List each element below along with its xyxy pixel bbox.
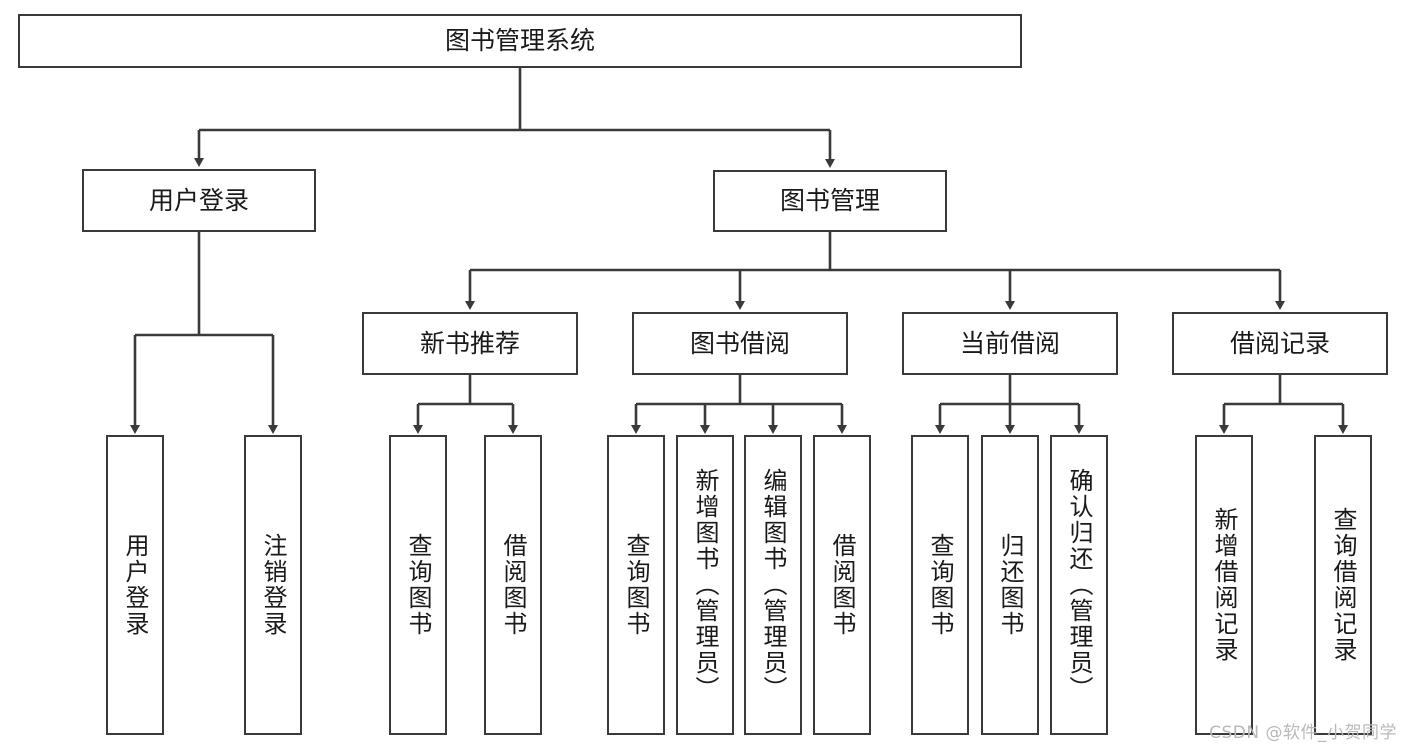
node-label: 新增借阅记录 (1210, 507, 1238, 663)
leaf-current-borrow-return-book[interactable]: 归还图书 (981, 435, 1039, 735)
leaf-book-borrow-add-book-admin[interactable]: 新增图书（管理员） (676, 435, 734, 735)
node-current-borrowing[interactable]: 当前借阅 (902, 312, 1118, 375)
node-user-login[interactable]: 用户登录 (82, 169, 316, 232)
node-label: 确认归还（管理员） (1065, 468, 1093, 702)
leaf-borrow-record-query-record[interactable]: 查询借阅记录 (1314, 435, 1372, 735)
leaf-book-borrow-borrow-book[interactable]: 借阅图书 (813, 435, 871, 735)
node-label: 当前借阅 (959, 328, 1060, 358)
node-label: 新增图书（管理员） (691, 468, 719, 702)
node-label: 新书推荐 (419, 328, 520, 358)
node-label: 用户登录 (121, 533, 149, 637)
leaf-new-book-query-book[interactable]: 查询图书 (389, 435, 447, 735)
node-label: 图书管理 (779, 186, 880, 216)
node-label: 注销登录 (259, 533, 287, 637)
node-label: 归还图书 (996, 533, 1024, 637)
leaf-borrow-record-add-record[interactable]: 新增借阅记录 (1195, 435, 1253, 735)
node-label: 编辑图书（管理员） (759, 468, 787, 702)
node-label: 借阅图书 (828, 533, 856, 637)
node-label: 查询图书 (622, 533, 650, 637)
node-label: 图书借阅 (689, 328, 790, 358)
csdn-watermark: CSDN @软件_小贺同学 (1209, 723, 1397, 743)
leaf-current-borrow-confirm-return-admin[interactable]: 确认归还（管理员） (1050, 435, 1108, 735)
leaf-current-borrow-query-book[interactable]: 查询图书 (911, 435, 969, 735)
leaf-book-borrow-query-book[interactable]: 查询图书 (607, 435, 665, 735)
node-root-book-management-system[interactable]: 图书管理系统 (18, 14, 1022, 68)
leaf-new-book-borrow-book[interactable]: 借阅图书 (484, 435, 542, 735)
node-label: 借阅图书 (499, 533, 527, 637)
leaf-user-login-logout[interactable]: 注销登录 (244, 435, 302, 735)
node-label: 借阅记录 (1229, 328, 1330, 358)
node-borrowing-records[interactable]: 借阅记录 (1172, 312, 1388, 375)
leaf-book-borrow-edit-book-admin[interactable]: 编辑图书（管理员） (744, 435, 802, 735)
node-label: 查询图书 (404, 533, 432, 637)
node-label: 用户登录 (148, 185, 249, 215)
node-new-book-recommendation[interactable]: 新书推荐 (362, 312, 578, 375)
leaf-user-login-login[interactable]: 用户登录 (106, 435, 164, 735)
node-book-borrowing[interactable]: 图书借阅 (632, 312, 848, 375)
node-label: 查询图书 (926, 533, 954, 637)
node-label: 查询借阅记录 (1329, 507, 1357, 663)
node-book-management[interactable]: 图书管理 (713, 170, 947, 232)
node-label: 图书管理系统 (444, 26, 595, 56)
